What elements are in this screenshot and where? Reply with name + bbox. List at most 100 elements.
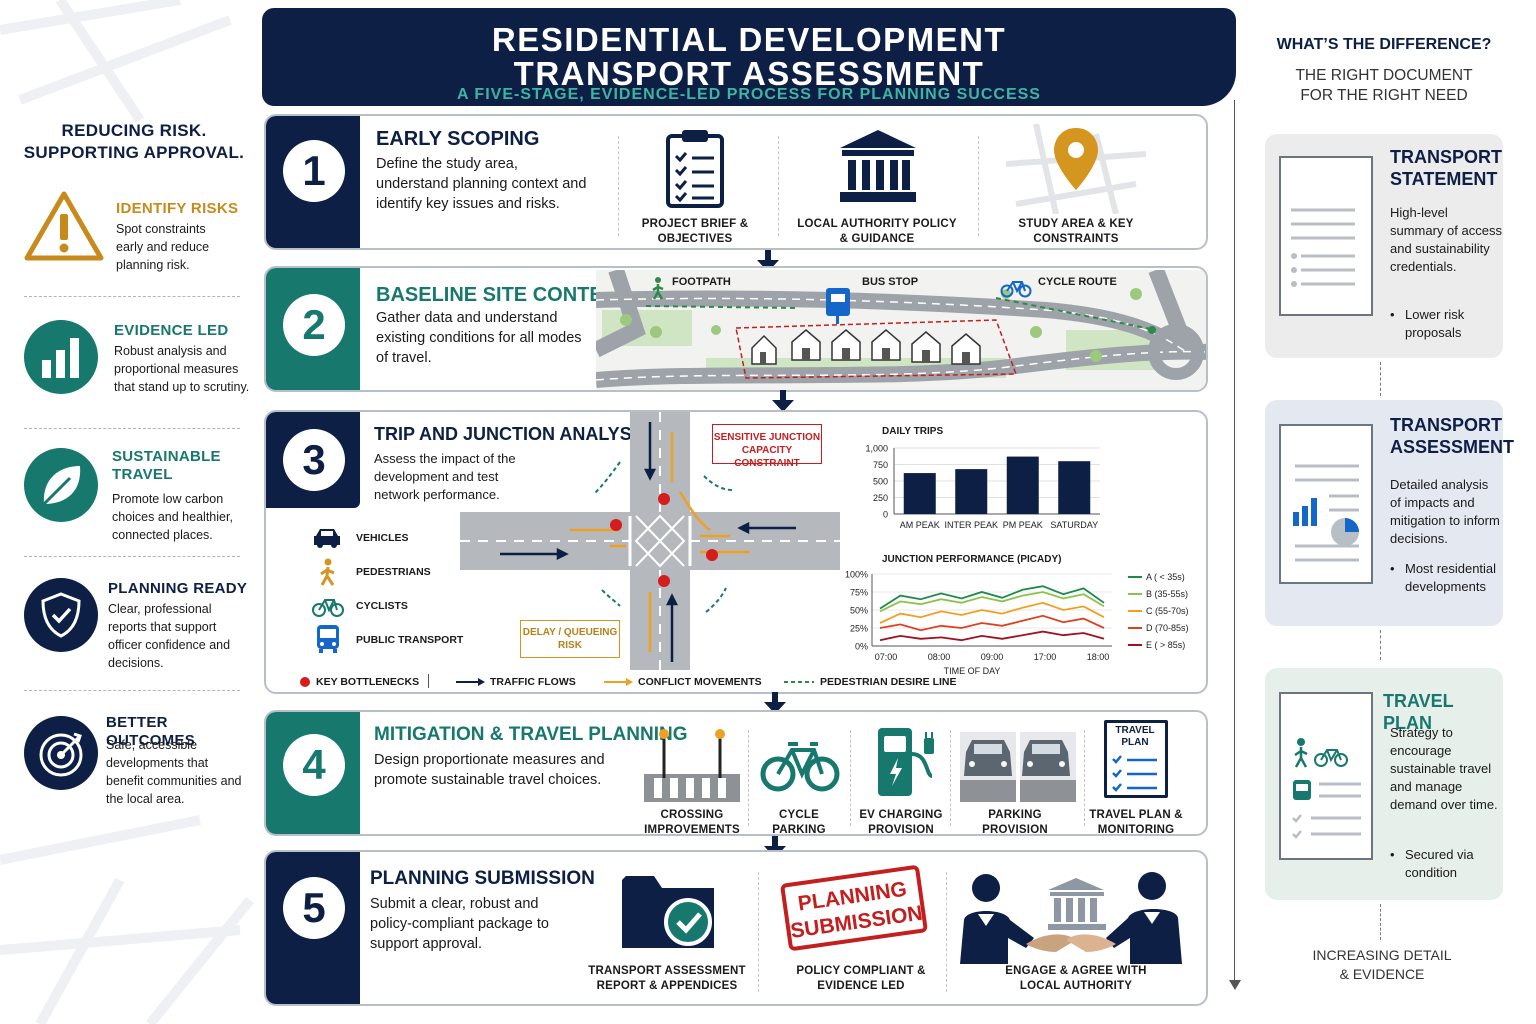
mode-label: PUBLIC TRANSPORT xyxy=(356,634,464,646)
desire-line-icon xyxy=(784,681,814,683)
y-tick-label: 75% xyxy=(850,588,868,598)
benefit-title: SUSTAINABLE TRAVEL xyxy=(112,448,221,483)
card-title-line1: TRANSPORT xyxy=(1390,147,1502,167)
page-header: RESIDENTIAL DEVELOPMENT TRANSPORT ASSESS… xyxy=(262,8,1236,106)
y-tick-label: 50% xyxy=(850,606,868,616)
benefit-text: Promote low carbon choices and healthier… xyxy=(112,492,233,542)
mode-label: VEHICLES xyxy=(356,532,409,544)
stage-description: Assess the impact of the development and… xyxy=(374,451,516,502)
stage-description: Submit a clear, robust and policy-compli… xyxy=(370,896,549,952)
connector xyxy=(1380,362,1381,396)
benefit-text: Robust analysis and proportional measure… xyxy=(114,344,250,394)
stage-number: 5 xyxy=(283,877,345,939)
leaf-icon xyxy=(24,448,98,522)
callout-junction: SENSITIVE JUNCTION CAPACITY CONSTRAINT xyxy=(712,424,822,469)
crossing-icon xyxy=(644,729,740,802)
x-tick-label: INTER PEAK xyxy=(944,520,998,530)
x-tick-label: 09:00 xyxy=(981,652,1004,662)
item-label: PARKING PROVISION xyxy=(982,809,1048,836)
stage-number-panel: 4 xyxy=(266,712,360,834)
y-tick-label: 1,000 xyxy=(865,444,888,454)
bar xyxy=(955,469,988,514)
item-label: STUDY AREA & KEY CONSTRAINTS xyxy=(1018,218,1134,245)
benefit-evidence-led: EVIDENCE LED Robust analysis and proport… xyxy=(24,318,254,418)
government-building-icon xyxy=(840,130,916,202)
map-label-footpath: FOOTPATH xyxy=(672,276,731,288)
bottleneck-marker xyxy=(300,677,310,687)
clipboard-icon xyxy=(666,130,724,208)
divider xyxy=(618,136,619,236)
card-title: TRAVEL PLAN xyxy=(1383,691,1454,733)
benefit-text: Safe, accessible developments that benef… xyxy=(106,738,242,806)
series-line xyxy=(879,591,1105,613)
parking-icon xyxy=(960,732,1076,802)
legend-label: D (70-85s) xyxy=(1146,623,1189,633)
legend-entry: C (55-70s) xyxy=(1128,604,1206,621)
stage-number: 4 xyxy=(283,734,345,796)
bus-icon xyxy=(317,625,339,653)
stage-title: MITIGATION & TRAVEL PLANNING xyxy=(374,724,688,745)
process-line xyxy=(1234,100,1235,980)
y-tick-label: 750 xyxy=(873,460,888,470)
stage-number: 3 xyxy=(283,429,345,491)
left-heading-line1: REDUCING RISK. xyxy=(61,121,207,140)
line-chart-legend: A ( < 35s)B (35-55s)C (55-70s)D (70-85s)… xyxy=(1128,570,1206,655)
card-title-line2: STATEMENT xyxy=(1390,169,1498,189)
divider xyxy=(24,690,240,691)
x-tick-label: 18:00 xyxy=(1087,652,1110,662)
bar-chart-icon xyxy=(24,320,98,394)
bar xyxy=(1006,456,1039,514)
series-line xyxy=(879,614,1105,632)
background-map-pattern xyxy=(0,0,254,1024)
legend-label: KEY BOTTLENECKS xyxy=(316,676,420,688)
legend-label: E ( > 85s) xyxy=(1146,640,1186,650)
divider xyxy=(850,730,851,826)
bicycle-icon xyxy=(312,599,344,617)
folder-check-icon xyxy=(622,876,714,948)
divider xyxy=(24,296,240,297)
stage-number-panel: 1 xyxy=(266,116,360,248)
right-subheading: THE RIGHT DOCUMENT FOR THE RIGHT NEED xyxy=(1264,66,1504,106)
stamp-icon: PLANNING SUBMISSION xyxy=(779,864,929,952)
document-icon xyxy=(1279,156,1373,316)
y-tick-label: 25% xyxy=(850,624,868,634)
stage-title: PLANNING SUBMISSION xyxy=(370,868,595,889)
stage-title: TRIP AND JUNCTION ANALYSIS xyxy=(374,424,649,444)
mode-label: CYCLISTS xyxy=(356,600,408,612)
stage-number: 2 xyxy=(283,294,345,356)
item-label: ENGAGE & AGREE WITH LOCAL AUTHORITY xyxy=(1005,965,1147,992)
bicycle-icon xyxy=(1000,281,1032,298)
legend-swatch xyxy=(1128,593,1142,595)
process-line-arrowhead xyxy=(1229,980,1241,990)
benefit-text: Spot constraints early and reduce planni… xyxy=(116,222,210,272)
legend-entry: B (35-55s) xyxy=(1128,587,1206,604)
x-tick-label: PM PEAK xyxy=(1003,520,1043,530)
travel-plan-sign: TRAVEL PLAN xyxy=(1115,725,1155,748)
card-bullet: Most residential developments xyxy=(1390,560,1502,596)
x-tick-label: 08:00 xyxy=(928,652,951,662)
item-label: POLICY COMPLIANT & EVIDENCE LED xyxy=(796,965,926,992)
card-text: Detailed analysis of impacts and mitigat… xyxy=(1390,477,1500,546)
bar xyxy=(1058,461,1091,514)
chart-title: DAILY TRIPS xyxy=(882,426,944,437)
card-bullet: Secured via condition xyxy=(1390,846,1502,882)
item-label: CYCLE PARKING xyxy=(772,809,826,836)
legend-label: B (35-55s) xyxy=(1146,589,1189,599)
stage-4-card: 4 MITIGATION & TRAVEL PLANNING Design pr… xyxy=(264,710,1208,836)
legend-swatch xyxy=(1128,610,1142,612)
legend-swatch xyxy=(1128,576,1142,578)
card-text: High-level summary of access and sustain… xyxy=(1390,205,1502,274)
item-label: LOCAL AUTHORITY POLICY & GUIDANCE xyxy=(797,218,957,245)
divider xyxy=(978,136,979,236)
item-label: EV CHARGING PROVISION xyxy=(859,809,943,836)
card-travel-plan: TRAVEL PLAN Strategy to encourage sustai… xyxy=(1265,668,1503,900)
item-label: TRAVEL PLAN & MONITORING xyxy=(1089,809,1183,836)
stage-number-panel: 5 xyxy=(266,852,360,1004)
site-context-map xyxy=(596,270,1206,390)
benefit-identify-risks: IDENTIFY RISKS Spot constraints early an… xyxy=(24,190,254,280)
map-label-bus-stop: BUS STOP xyxy=(862,276,919,288)
divider xyxy=(24,556,240,557)
